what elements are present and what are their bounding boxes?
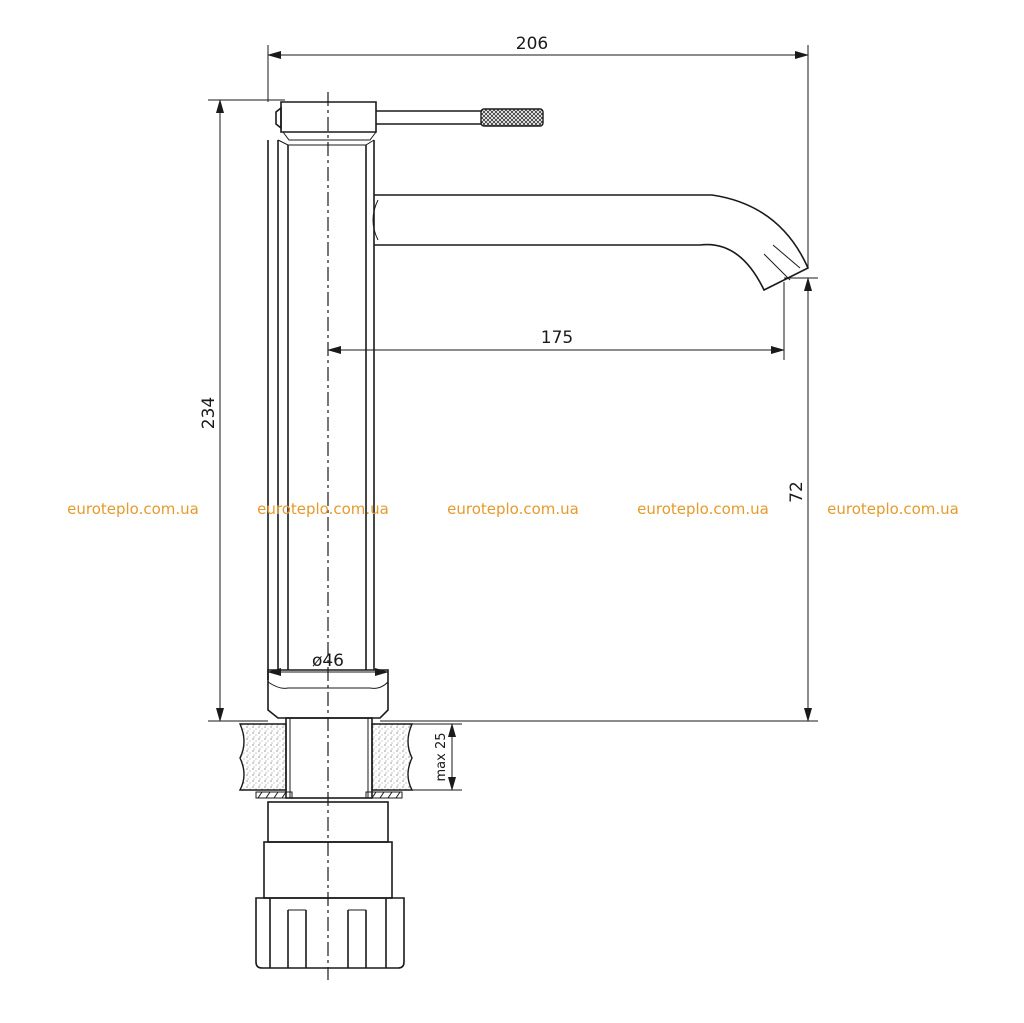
watermark-row: euroteplo.com.ua euroteplo.com.ua eurotepl…: [67, 500, 959, 518]
dimension-body-diameter: ø46: [267, 651, 389, 676]
dimension-spout-reach: 175: [327, 282, 785, 360]
faucet-body: [267, 92, 810, 980]
knurled-lever-grip: [480, 108, 544, 127]
dimension-max-counter-thickness: max 25: [412, 723, 462, 791]
overall-height-label: 234: [199, 397, 219, 429]
countertop-section: [238, 717, 414, 799]
fixing-nut: [255, 801, 405, 969]
spout-height-label: 72: [787, 481, 807, 503]
watermark-text: euroteplo.com.ua: [257, 500, 389, 518]
overall-width-label: 206: [516, 34, 548, 54]
dimension-overall-width: 206: [267, 34, 809, 268]
spout-reach-label: 175: [541, 328, 573, 348]
watermark-text: euroteplo.com.ua: [447, 500, 579, 518]
watermark-text: euroteplo.com.ua: [827, 500, 959, 518]
watermark-text: euroteplo.com.ua: [67, 500, 199, 518]
body-diameter-label: ø46: [312, 651, 344, 671]
dimension-spout-height: 72: [380, 277, 818, 722]
dimension-overall-height: 234: [199, 99, 285, 722]
watermark-text: euroteplo.com.ua: [637, 500, 769, 518]
max-thickness-label: max 25: [434, 733, 449, 782]
